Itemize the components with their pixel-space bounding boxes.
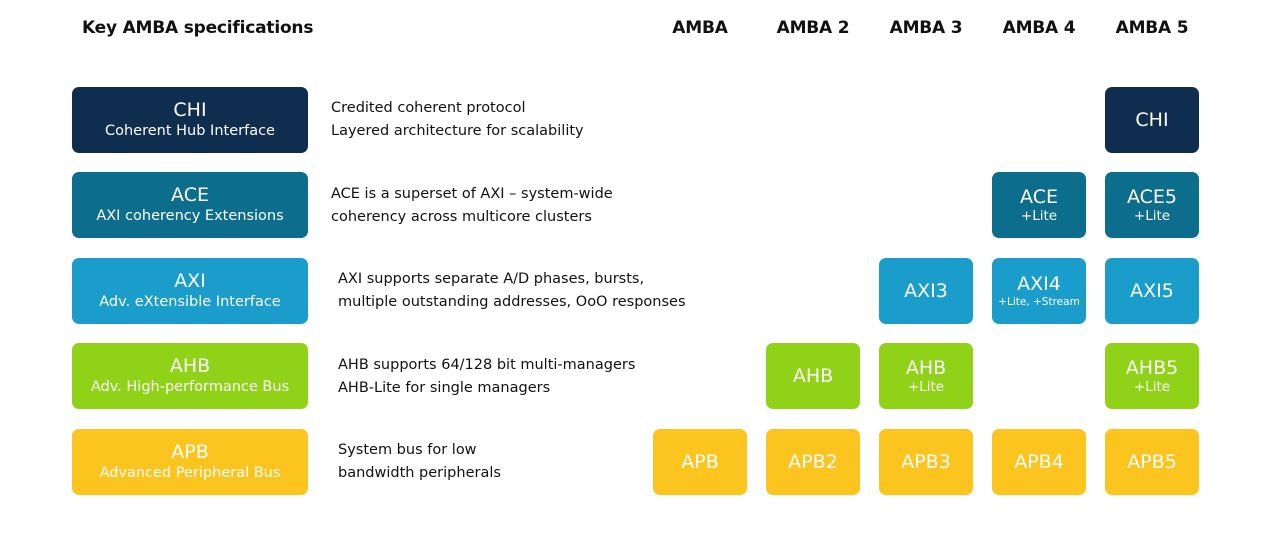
protocol-box-axi: AXI Adv. eXtensible Interface — [72, 258, 308, 324]
description-line: bandwidth peripherals — [338, 465, 501, 481]
column-header-amba4: AMBA 4 — [1002, 18, 1076, 38]
version-box-apb-amba4: APB4 — [992, 429, 1086, 495]
version-name: APB5 — [1127, 451, 1177, 473]
version-box-axi-amba5: AXI5 — [1105, 258, 1199, 324]
version-name: APB2 — [788, 451, 838, 473]
version-name: AHB — [792, 365, 834, 387]
version-box-ahb-amba3: AHB +Lite — [879, 343, 973, 409]
description-line: System bus for low — [338, 442, 477, 458]
protocol-name: AHB — [169, 355, 211, 377]
version-box-ace-amba5: ACE5 +Lite — [1105, 172, 1199, 238]
protocol-box-chi: CHI Coherent Hub Interface — [72, 87, 308, 153]
version-name: CHI — [1135, 109, 1169, 131]
version-subtitle: +Lite — [1020, 207, 1058, 224]
version-subtitle: +Lite, +Stream — [998, 296, 1080, 308]
protocol-description-ace: ACE is a superset of AXI – system-wide c… — [331, 183, 613, 229]
version-box-chi-amba5: CHI — [1105, 87, 1199, 153]
protocol-box-apb: APB Advanced Peripheral Bus — [72, 429, 308, 495]
protocol-box-ace: ACE AXI coherency Extensions — [72, 172, 308, 238]
protocol-description-apb: System bus for low bandwidth peripherals — [338, 439, 501, 485]
version-box-ahb-amba2: AHB — [766, 343, 860, 409]
page-title: Key AMBA specifications — [82, 18, 314, 38]
protocol-full-name: Advanced Peripheral Bus — [99, 465, 281, 481]
version-box-apb-amba: APB — [653, 429, 747, 495]
protocol-full-name: AXI coherency Extensions — [96, 208, 284, 224]
description-line: ACE is a superset of AXI – system-wide — [331, 186, 613, 202]
protocol-name: CHI — [173, 99, 207, 121]
version-subtitle: +Lite — [907, 378, 945, 395]
description-line: coherency across multicore clusters — [331, 209, 592, 225]
version-box-ace-amba4: ACE +Lite — [992, 172, 1086, 238]
version-subtitle: +Lite — [1133, 378, 1171, 395]
column-header-amba: AMBA — [672, 18, 728, 38]
version-name: AXI3 — [904, 280, 948, 302]
description-line: multiple outstanding addresses, OoO resp… — [338, 294, 686, 310]
version-name: APB — [681, 451, 719, 473]
protocol-name: APB — [171, 441, 209, 463]
column-header-amba3: AMBA 3 — [889, 18, 963, 38]
description-line: Layered architecture for scalability — [331, 123, 584, 139]
protocol-description-axi: AXI supports separate A/D phases, bursts… — [338, 268, 686, 314]
column-header-amba5: AMBA 5 — [1115, 18, 1189, 38]
version-box-apb-amba3: APB3 — [879, 429, 973, 495]
version-box-apb-amba5: APB5 — [1105, 429, 1199, 495]
version-name: AXI4 — [1017, 273, 1061, 295]
version-box-ahb-amba5: AHB5 +Lite — [1105, 343, 1199, 409]
version-name: ACE5 — [1126, 185, 1178, 208]
version-name: AHB5 — [1125, 356, 1179, 379]
column-header-amba2: AMBA 2 — [776, 18, 850, 38]
version-name: APB4 — [1014, 451, 1064, 473]
description-line: Credited coherent protocol — [331, 100, 526, 116]
protocol-description-chi: Credited coherent protocol Layered archi… — [331, 97, 584, 143]
description-line: AXI supports separate A/D phases, bursts… — [338, 271, 645, 287]
protocol-full-name: Adv. eXtensible Interface — [99, 294, 281, 310]
protocol-description-ahb: AHB supports 64/128 bit multi-managers A… — [338, 354, 635, 400]
version-name: AHB — [905, 356, 947, 379]
version-box-axi-amba3: AXI3 — [879, 258, 973, 324]
version-name: AXI5 — [1130, 280, 1174, 302]
protocol-box-ahb: AHB Adv. High-performance Bus — [72, 343, 308, 409]
version-name: APB3 — [901, 451, 951, 473]
version-box-apb-amba2: APB2 — [766, 429, 860, 495]
description-line: AHB-Lite for single managers — [338, 380, 551, 396]
protocol-name: ACE — [171, 184, 209, 206]
description-line: AHB supports 64/128 bit multi-managers — [338, 357, 636, 373]
protocol-full-name: Adv. High-performance Bus — [90, 379, 290, 395]
protocol-full-name: Coherent Hub Interface — [105, 123, 275, 139]
version-subtitle: +Lite — [1133, 207, 1171, 224]
protocol-name: AXI — [174, 270, 206, 292]
version-box-axi-amba4: AXI4 +Lite, +Stream — [992, 258, 1086, 324]
version-name: ACE — [1020, 185, 1058, 208]
